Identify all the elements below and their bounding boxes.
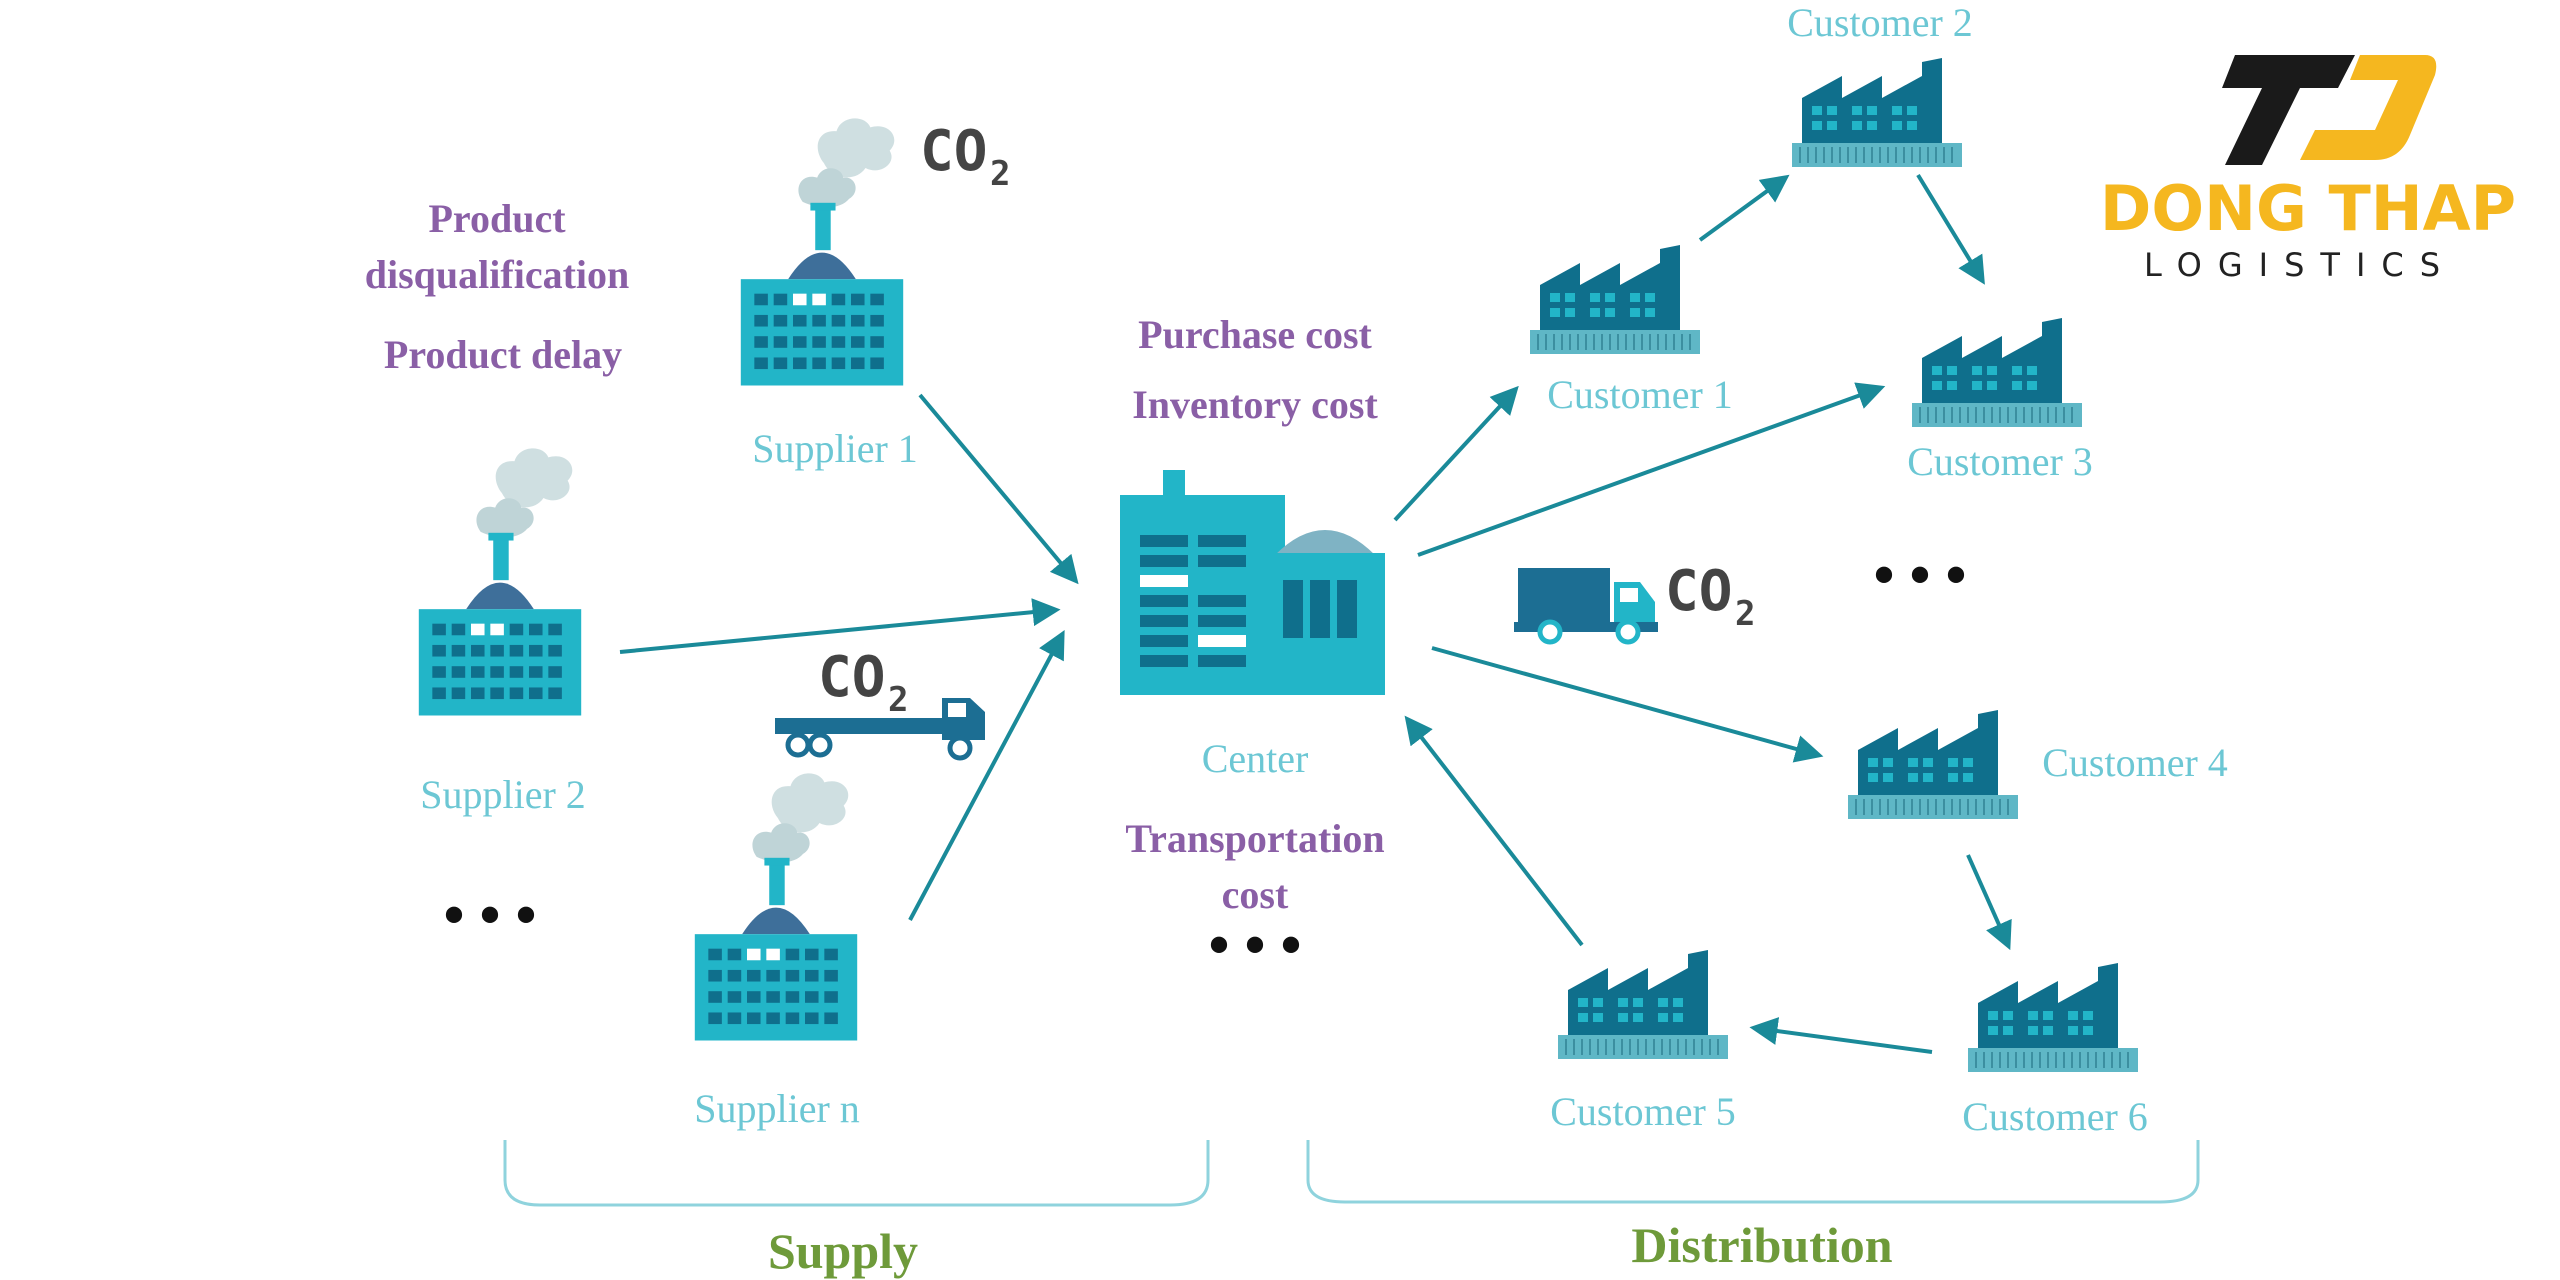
- customer-6-factory-icon: [1968, 963, 2138, 1073]
- purchase-cost-label: Purchase cost: [1138, 312, 1372, 357]
- arrow-center-to-customer4: [1431, 646, 1824, 763]
- supplier-1-label: Supplier 1: [752, 426, 918, 471]
- arrow-customer5-to-center: [1404, 715, 1584, 947]
- customers-ellipsis: • • •: [1873, 542, 1966, 608]
- supply-brace: [503, 1140, 1210, 1207]
- customer-2-label: Customer 2: [1787, 0, 1973, 45]
- customer-1-label: Customer 1: [1547, 372, 1733, 417]
- logo-tagline: LOGISTICS: [2144, 246, 2456, 284]
- transportation-cost-label-line2: cost: [1222, 872, 1289, 917]
- distribution-brace: [1306, 1140, 2200, 1204]
- arrow-suppliern-to-center: [908, 630, 1065, 921]
- arrow-supplier1-to-center: [918, 393, 1079, 585]
- customer-2-factory-icon: [1792, 58, 1962, 168]
- arrow-center-to-customer1: [1393, 385, 1519, 522]
- dong-thap-logistics-logo: DONG THAP LOGISTICS: [2100, 55, 2516, 284]
- product-disqualification-label-line2: disqualification: [365, 252, 630, 297]
- supply-section-label: Supply: [768, 1223, 918, 1279]
- center-ellipsis: • • •: [1208, 912, 1301, 978]
- distribution-section-label: Distribution: [1631, 1217, 1892, 1273]
- center-factory-icon: [1120, 470, 1385, 695]
- product-disqualification-label: Product: [428, 196, 566, 241]
- co2-label-supply-truck: CO 2: [818, 645, 908, 720]
- svg-text:CO: CO: [1665, 559, 1732, 624]
- arrow-customer4-to-customer6: [1966, 854, 2012, 951]
- arrow-customer2-to-customer3: [1916, 173, 1985, 285]
- inventory-cost-label: Inventory cost: [1132, 382, 1378, 427]
- svg-text:CO: CO: [920, 119, 987, 184]
- svg-text:2: 2: [888, 680, 908, 720]
- customer-5-label: Customer 5: [1550, 1089, 1736, 1134]
- arrow-supplier2-to-center: [619, 598, 1061, 654]
- truck-icon-supply: [775, 698, 985, 761]
- supplier-2-label: Supplier 2: [420, 772, 586, 817]
- supplier-n-factory-icon: [694, 773, 858, 1041]
- svg-text:2: 2: [1735, 594, 1755, 634]
- svg-text:CO: CO: [818, 645, 885, 710]
- suppliers-ellipsis: • • •: [443, 882, 536, 948]
- center-label: Center: [1202, 736, 1309, 781]
- supplier-n-label: Supplier n: [694, 1086, 860, 1131]
- arrow-customer1-to-customer2: [1698, 174, 1790, 242]
- svg-text:2: 2: [990, 154, 1010, 194]
- arrow-center-to-customer3: [1417, 382, 1886, 557]
- logo-monogram: [2222, 55, 2437, 165]
- customer-5-factory-icon: [1558, 950, 1728, 1060]
- product-delay-label: Product delay: [384, 332, 622, 377]
- customer-4-factory-icon: [1848, 710, 2018, 820]
- co2-label-supplier1: CO 2: [920, 119, 1010, 194]
- co2-label-distribution-truck: CO 2: [1665, 559, 1755, 634]
- customer-6-label: Customer 6: [1962, 1094, 2148, 1139]
- customer-1-factory-icon: [1530, 245, 1700, 355]
- transportation-cost-label: Transportation: [1125, 816, 1384, 861]
- customer-4-label: Customer 4: [2042, 740, 2228, 785]
- supplier-2-factory-icon: [418, 448, 582, 716]
- customer-3-factory-icon: [1912, 318, 2082, 428]
- arrow-customer6-to-customer5: [1749, 1017, 1933, 1054]
- customer-3-label: Customer 3: [1907, 439, 2093, 484]
- supplier-1-factory-icon: [740, 118, 904, 386]
- truck-icon-distribution: [1514, 568, 1658, 645]
- logo-name: DONG THAP: [2100, 172, 2516, 245]
